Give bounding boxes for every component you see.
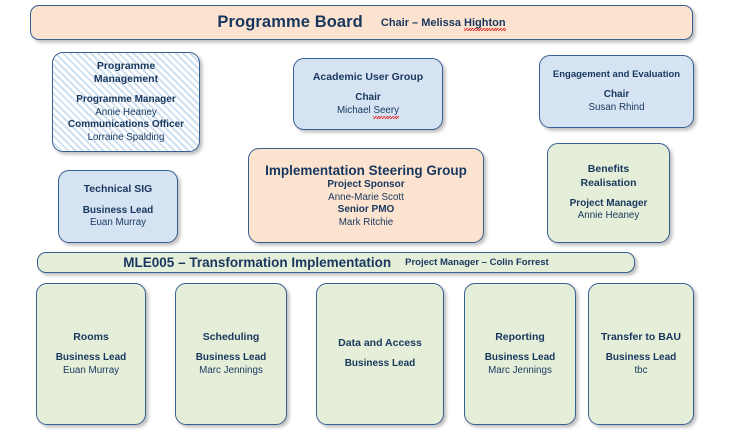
- workstream-transfer-to-bau[interactable]: Transfer to BAU Business Lead tbc: [588, 283, 694, 425]
- mle005-title: MLE005 – Transformation Implementation: [123, 255, 392, 270]
- academic-user-group-chair-name: Michael Seery: [336, 104, 400, 120]
- programme-board-title: Programme Board: [217, 13, 363, 31]
- engagement-evaluation-box[interactable]: Engagement and Evaluation Chair Susan Rh…: [539, 55, 694, 128]
- programme-board-chair: Chair – Melissa Highton: [380, 16, 506, 31]
- workstream-role: Business Lead: [55, 352, 127, 364]
- engagement-evaluation-chair-name: Susan Rhind: [588, 101, 645, 113]
- workstream-scheduling[interactable]: Scheduling Business Lead Marc Jennings: [175, 283, 287, 425]
- senior-pmo-name: Mark Ritchie: [338, 216, 394, 228]
- project-sponsor-role: Project Sponsor: [327, 179, 405, 191]
- communications-officer-name: Lorraine Spalding: [87, 131, 165, 143]
- mle005-project-manager: Project Manager – Colin Forrest: [405, 257, 549, 268]
- steering-group-title: Implementation Steering Group: [265, 163, 467, 179]
- benefits-realisation-name: Annie Heaney: [577, 210, 640, 222]
- engagement-evaluation-chair-role: Chair: [603, 89, 630, 101]
- communications-officer-role: Communications Officer: [67, 119, 185, 131]
- programme-board-chair-name: Highton: [464, 16, 506, 31]
- programme-management-title-line1: Programme: [96, 59, 156, 72]
- technical-sig-box[interactable]: Technical SIG Business Lead Euan Murray: [58, 170, 178, 243]
- project-sponsor-name: Anne-Marie Scott: [328, 191, 404, 203]
- academic-user-group-chair-firstname: Michael: [336, 104, 374, 116]
- programme-board-chair-label: Chair – Melissa: [380, 16, 465, 29]
- benefits-realisation-box[interactable]: Benefits Realisation Project Manager Ann…: [547, 143, 670, 243]
- mle005-banner[interactable]: MLE005 – Transformation Implementation P…: [37, 252, 635, 273]
- workstream-reporting[interactable]: Reporting Business Lead Marc Jennings: [464, 283, 576, 425]
- workstream-title: Scheduling: [202, 330, 260, 343]
- workstream-name: Marc Jennings: [488, 364, 552, 376]
- programme-manager-role: Programme Manager: [76, 94, 176, 106]
- engagement-evaluation-title: Engagement and Evaluation: [552, 69, 681, 81]
- workstream-name: Euan Murray: [62, 364, 120, 376]
- academic-user-group-chair-surname: Seery: [373, 104, 400, 120]
- programme-board-banner[interactable]: Programme Board Chair – Melissa Highton: [30, 5, 693, 40]
- technical-sig-title: Technical SIG: [83, 183, 153, 196]
- programme-manager-name: Annie Heaney: [95, 106, 157, 118]
- technical-sig-name: Euan Murray: [89, 217, 147, 229]
- workstream-role: Business Lead: [195, 352, 267, 364]
- senior-pmo-role: Senior PMO: [337, 204, 395, 215]
- benefits-realisation-title-line1: Benefits: [587, 163, 630, 176]
- implementation-steering-group-box[interactable]: Implementation Steering Group Project Sp…: [248, 148, 484, 243]
- benefits-realisation-role: Project Manager: [569, 197, 648, 209]
- workstream-role: Business Lead: [344, 358, 416, 370]
- workstream-title: Data and Access: [338, 337, 422, 350]
- workstream-role: Business Lead: [605, 352, 677, 364]
- programme-management-box[interactable]: Programme Management Programme Manager A…: [52, 52, 200, 152]
- workstream-data-and-access[interactable]: Data and Access Business Lead: [316, 283, 444, 425]
- benefits-realisation-title-line2: Realisation: [580, 176, 637, 189]
- workstream-name: tbc: [634, 364, 648, 376]
- programme-management-title-line2: Management: [93, 73, 159, 86]
- academic-user-group-chair-role: Chair: [355, 92, 381, 104]
- workstream-title: Rooms: [73, 330, 109, 343]
- academic-user-group-box[interactable]: Academic User Group Chair Michael Seery: [293, 58, 443, 130]
- workstream-rooms[interactable]: Rooms Business Lead Euan Murray: [36, 283, 146, 425]
- workstream-title: Reporting: [495, 330, 545, 343]
- workstream-name: Marc Jennings: [199, 364, 263, 376]
- technical-sig-role: Business Lead: [82, 204, 154, 216]
- academic-user-group-title: Academic User Group: [312, 70, 424, 83]
- workstream-title: Transfer to BAU: [601, 330, 681, 343]
- workstream-role: Business Lead: [484, 352, 556, 364]
